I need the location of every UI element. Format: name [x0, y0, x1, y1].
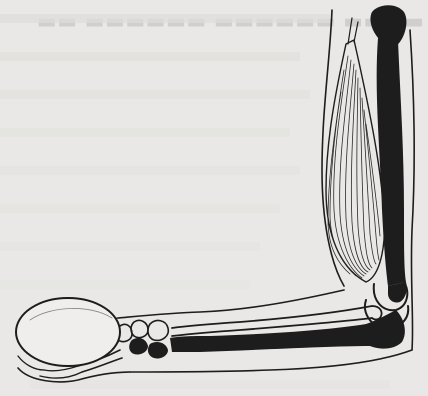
ball	[16, 298, 120, 366]
